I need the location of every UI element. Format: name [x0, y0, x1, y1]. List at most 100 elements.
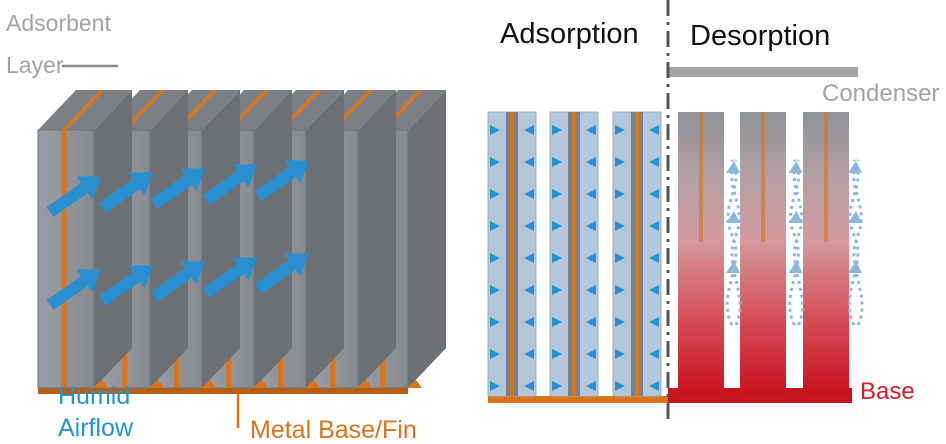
adsorption-arrow — [552, 285, 562, 295]
adsorption-arrow — [524, 381, 534, 391]
fin-core-metal — [572, 112, 576, 396]
airflow-arrow-shaft — [202, 170, 244, 205]
metal-fin-foot — [252, 380, 268, 388]
fin-side-face — [358, 90, 396, 388]
adsorption-arrow — [524, 317, 534, 327]
metal-fin-strip-top — [61, 90, 105, 130]
airflow-arrow — [98, 172, 153, 213]
airflow-arrow — [46, 176, 101, 217]
adsorbent-layer-label-2: Layer — [6, 52, 64, 78]
adsorption-arrow — [649, 125, 659, 135]
fin-core-metal — [761, 112, 765, 242]
airflow-arrow-shaft — [254, 259, 296, 294]
fin-side-face — [202, 90, 240, 388]
airflow-arrow-shaft — [150, 267, 192, 302]
airflow-arrow — [254, 160, 309, 201]
adsorption-arrow — [552, 381, 562, 391]
airflow-arrow-shaft — [254, 166, 296, 201]
adsorbent-layer-label-1: Adsorbent — [6, 10, 111, 36]
airflow-arrow — [202, 257, 257, 298]
vapor-arrow-head — [848, 261, 862, 273]
fin-side-face — [306, 90, 344, 388]
airflow-arrow — [150, 261, 205, 302]
airflow-arrow-head — [232, 257, 257, 281]
adsorption-arrow — [615, 189, 625, 199]
adsorption-arrow — [586, 285, 596, 295]
airflow-arrow-head — [128, 172, 153, 196]
vapor-arrow-head — [726, 261, 740, 273]
airflow-arrow-shaft — [46, 275, 88, 310]
metal-fin-strip — [61, 130, 67, 388]
adsorption-arrow — [649, 317, 659, 327]
adsorption-arrow — [649, 253, 659, 263]
airflow-arrow-shaft — [98, 271, 140, 306]
adsorption-arrow — [615, 317, 625, 327]
desorption-title: Desorption — [690, 20, 831, 52]
metal-fin-foot — [148, 380, 164, 388]
airflow-arrow — [98, 265, 153, 306]
airflow-arrow-head — [128, 265, 153, 289]
fin-core-metal — [699, 112, 703, 242]
fin-side-face — [254, 90, 292, 388]
adsorption-arrow — [490, 221, 500, 231]
adsorption-arrow — [490, 157, 500, 167]
fin-group — [37, 90, 446, 389]
metal-base-fin-label: Metal Base/Fin — [250, 416, 417, 444]
metal-fin-strip-top — [122, 90, 166, 130]
metal-fin-foot — [304, 380, 320, 388]
adsorption-arrow — [552, 189, 562, 199]
humid-airflow-label-1: Humid — [58, 382, 131, 410]
airflow-arrow-head — [232, 164, 257, 188]
adsorption-arrow — [615, 157, 625, 167]
airflow-arrow-head — [180, 261, 205, 285]
fin-side-face — [94, 90, 132, 388]
adsorption-arrow — [615, 285, 625, 295]
adsorption-arrow — [586, 221, 596, 231]
vapor-arrow-head — [788, 261, 803, 273]
adsorption-arrow — [490, 125, 500, 135]
adsorption-arrow — [552, 125, 562, 135]
desorption-fin-group — [668, 112, 852, 398]
adsorption-arrow — [586, 349, 596, 359]
airflow-arrow-head — [76, 176, 101, 200]
adsorption-arrow — [586, 317, 596, 327]
airflow-arrow-shaft — [46, 182, 88, 217]
vapor-path — [730, 159, 742, 326]
fin-stack-3d — [37, 90, 446, 394]
adsorption-arrow — [552, 157, 562, 167]
fin-side-face — [150, 90, 188, 388]
vapor-path — [725, 159, 738, 326]
adsorption-arrow — [615, 381, 625, 391]
adsorption-arrow — [649, 285, 659, 295]
adsorption-arrow — [490, 317, 500, 327]
adsorption-arrow — [649, 157, 659, 167]
metal-fin-foot — [356, 380, 372, 388]
adsorption-arrow — [615, 221, 625, 231]
fin-core-metal — [824, 112, 828, 242]
adsorption-arrow — [524, 253, 534, 263]
metal-fin-foot — [92, 380, 108, 388]
metal-fin-foot — [406, 380, 422, 388]
base-line-desorption — [668, 396, 852, 403]
adsorption-arrow — [490, 381, 500, 391]
humid-airflow-label-2: Airflow — [58, 414, 134, 442]
airflow-arrow-head — [284, 160, 309, 184]
fin-core-metal — [635, 112, 639, 396]
vapor-path — [852, 159, 864, 326]
adsorption-arrow — [649, 189, 659, 199]
adsorption-arrow — [649, 381, 659, 391]
adsorption-arrow — [586, 125, 596, 135]
vapor-arrow-head — [848, 211, 862, 223]
airflow-arrow — [150, 168, 205, 209]
vapor-path — [847, 159, 860, 326]
adsorption-arrow — [552, 317, 562, 327]
airflow-arrow-shaft — [202, 263, 244, 298]
airflow-arrow-shaft — [98, 178, 140, 213]
base-line-adsorption — [488, 396, 668, 403]
airflow-arrow — [46, 269, 101, 310]
adsorption-arrow — [524, 285, 534, 295]
adsorption-arrow — [615, 125, 625, 135]
adsorption-arrow — [524, 349, 534, 359]
adsorption-arrow — [552, 221, 562, 231]
adsorption-arrow — [552, 253, 562, 263]
